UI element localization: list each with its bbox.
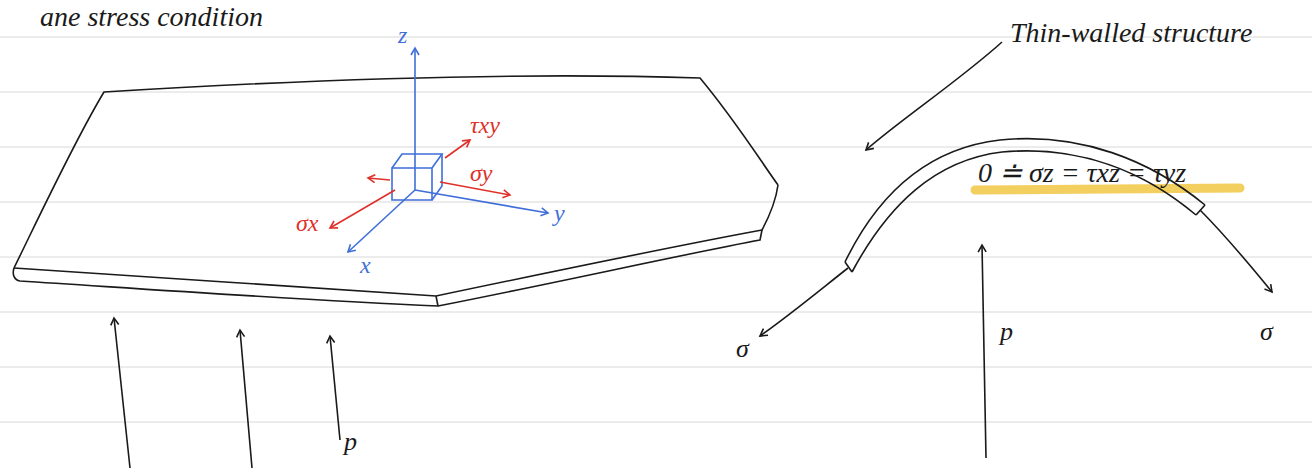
load-label: p xyxy=(344,428,357,457)
stress-label: σ xyxy=(736,335,749,364)
ruled-lines xyxy=(0,37,1312,422)
load-label: p xyxy=(1000,318,1013,347)
stress-label: τxy xyxy=(470,112,500,138)
stress-label: σ xyxy=(1260,318,1273,347)
pressure-arrows xyxy=(114,318,340,468)
title: ane stress condition xyxy=(40,2,263,33)
highlight xyxy=(975,188,1240,190)
plate xyxy=(13,76,778,306)
shell xyxy=(845,139,1205,272)
stress-label: σy xyxy=(470,160,493,186)
tension-arrows xyxy=(760,210,1272,458)
axis-label: z xyxy=(398,22,407,48)
stress-arrows xyxy=(330,140,510,228)
note: Thin-walled structure xyxy=(1010,18,1252,49)
axis-label: x xyxy=(360,252,371,278)
stress-label: σx xyxy=(296,210,319,236)
equation: 0 ≐ σz = τxz = τyz xyxy=(978,158,1186,189)
axes xyxy=(348,48,548,252)
leader-line xyxy=(866,42,1002,150)
axis-label: y xyxy=(554,200,565,226)
